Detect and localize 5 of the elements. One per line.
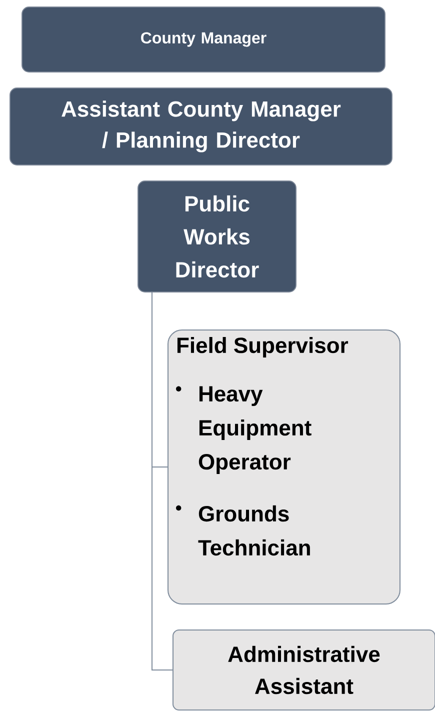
- job-box: Field Supervisor Heavy Equipment Operator Grounds Technician: [168, 330, 400, 604]
- position-box: Public Works Director: [138, 180, 296, 292]
- position-box: Administrative Assistant: [172, 630, 435, 710]
- position-box: County Manager: [22, 6, 386, 72]
- position-box: Assistant County Manager / Planning Director: [10, 88, 392, 166]
